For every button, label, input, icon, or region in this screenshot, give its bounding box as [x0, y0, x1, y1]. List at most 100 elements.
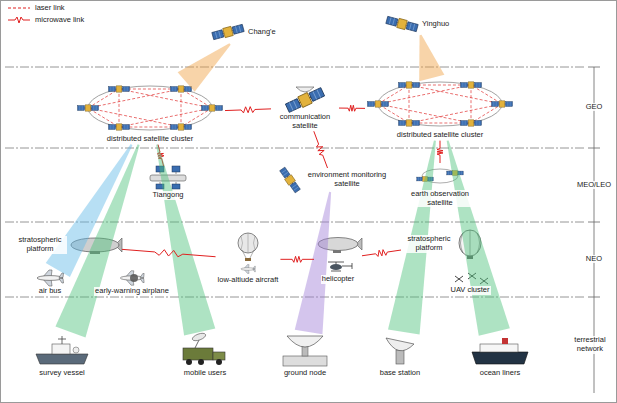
- icon-slot: [470, 332, 530, 368]
- network-node: distributed satellite cluster: [75, 82, 225, 145]
- node-label: helicopter: [321, 275, 356, 284]
- node-label: stratospheric platform: [13, 236, 67, 253]
- cluster-satellite: [202, 105, 223, 111]
- building: [283, 356, 327, 366]
- balloon-envelope: [238, 233, 258, 253]
- network-node: distributed satellite cluster: [365, 78, 515, 141]
- cluster-satellite: [461, 120, 482, 126]
- node-label: ground node: [283, 369, 327, 378]
- icon-slot: [457, 229, 483, 259]
- node-label: survey vessel: [38, 369, 85, 378]
- ship-deck: [480, 344, 518, 352]
- icon-slot: [283, 84, 327, 112]
- base-station-icon: [386, 338, 414, 364]
- node-label: communication satellite: [272, 113, 338, 130]
- icon-slot: [75, 82, 225, 134]
- microwave-link: [314, 131, 328, 168]
- node-label: Tiangong: [152, 191, 185, 200]
- icon-slot: [34, 332, 90, 368]
- ship-deckhouse: [52, 344, 70, 354]
- laser-links: [378, 85, 502, 123]
- ocean-liner-icon: [472, 338, 528, 364]
- icon-slot: [275, 168, 305, 192]
- radar-dome: [130, 274, 138, 282]
- laser-links: [88, 89, 212, 127]
- balloon-basket: [245, 258, 251, 261]
- early-warning-airplane-icon: [120, 271, 144, 285]
- truck-body: [183, 348, 213, 360]
- ship-mast: [58, 336, 66, 344]
- communication-satellite-icon: [285, 86, 325, 113]
- node-label: distributed satellite cluster: [396, 131, 484, 140]
- dish-pedestal: [302, 346, 308, 356]
- layer-label: terrestrial network: [566, 336, 614, 353]
- node-label: base station: [379, 369, 421, 378]
- network-node: air bus: [35, 270, 65, 297]
- yinghuo-probe-icon: [386, 15, 419, 32]
- cluster-satellite: [171, 86, 192, 92]
- network-node: stratospheric platform: [401, 229, 483, 259]
- solar-panel: [172, 184, 180, 189]
- satellite-cluster-icon: [368, 82, 513, 126]
- node-label: low-altiude aircraft: [217, 276, 280, 285]
- layer-label: GEO: [585, 103, 604, 112]
- icon-slot: [314, 234, 362, 274]
- dish: [287, 336, 323, 347]
- microwave-link: [339, 105, 365, 111]
- icon-slot: [210, 20, 246, 44]
- microwave-link: [437, 141, 443, 163]
- icon-slot: [450, 273, 490, 285]
- layer-label: NEO: [585, 255, 603, 264]
- network-node: ocean liners: [470, 332, 530, 379]
- cluster-orbit: [88, 86, 212, 130]
- helicopter-rotor: [328, 262, 352, 271]
- legend-label: microwave link: [34, 16, 85, 25]
- icon-slot: [142, 166, 194, 190]
- ground-node-icon: [283, 336, 327, 366]
- cluster-satellite: [171, 124, 192, 130]
- network-node: Tiangong: [142, 166, 194, 201]
- network-node: Chang'e: [210, 20, 278, 44]
- ship-hull: [472, 352, 528, 364]
- antenna-dish: [296, 87, 314, 92]
- plane-icon: [120, 271, 144, 285]
- microwave-link: [362, 250, 401, 257]
- solar-panel: [172, 166, 180, 172]
- network-node: mobile users: [177, 332, 233, 379]
- beam-link: [295, 192, 331, 334]
- network-node: survey vessel: [34, 332, 90, 379]
- satellite-cluster-icon: [78, 86, 223, 130]
- laser-link-sample: [8, 8, 30, 9]
- microwave-link: [225, 107, 271, 113]
- network-node: communication satellite: [271, 84, 339, 131]
- node-label: earth observation satellite: [403, 190, 477, 207]
- node-label: ocean liners: [479, 369, 521, 378]
- node-label: UAV cluster: [449, 286, 490, 295]
- microwave-link-sample: [8, 17, 30, 23]
- network-node: Yinghuo: [384, 13, 451, 35]
- network-node: earth observation satellite: [402, 163, 478, 208]
- ship-funnel: [502, 338, 508, 344]
- cluster-orbit: [378, 82, 502, 126]
- helicopter-icon: [328, 262, 352, 271]
- wheel: [216, 359, 222, 365]
- cluster-satellite: [78, 105, 99, 111]
- icon-slot: [277, 332, 333, 368]
- network-node: base station: [372, 332, 428, 379]
- node-label: environment monitoring satellite: [306, 171, 388, 188]
- balloon-icon: [238, 233, 258, 261]
- cluster-satellite: [109, 124, 130, 130]
- satellite-icon: [285, 86, 325, 113]
- beam-link: [55, 144, 139, 337]
- node-label: air bus: [38, 287, 63, 296]
- truck-cab: [213, 352, 225, 360]
- wheel: [186, 359, 192, 365]
- icon-slot: [35, 270, 65, 286]
- icon-slot: [177, 332, 233, 368]
- icon-slot: [68, 236, 122, 254]
- cluster-satellite: [109, 86, 130, 92]
- balloon-cords: [242, 250, 254, 258]
